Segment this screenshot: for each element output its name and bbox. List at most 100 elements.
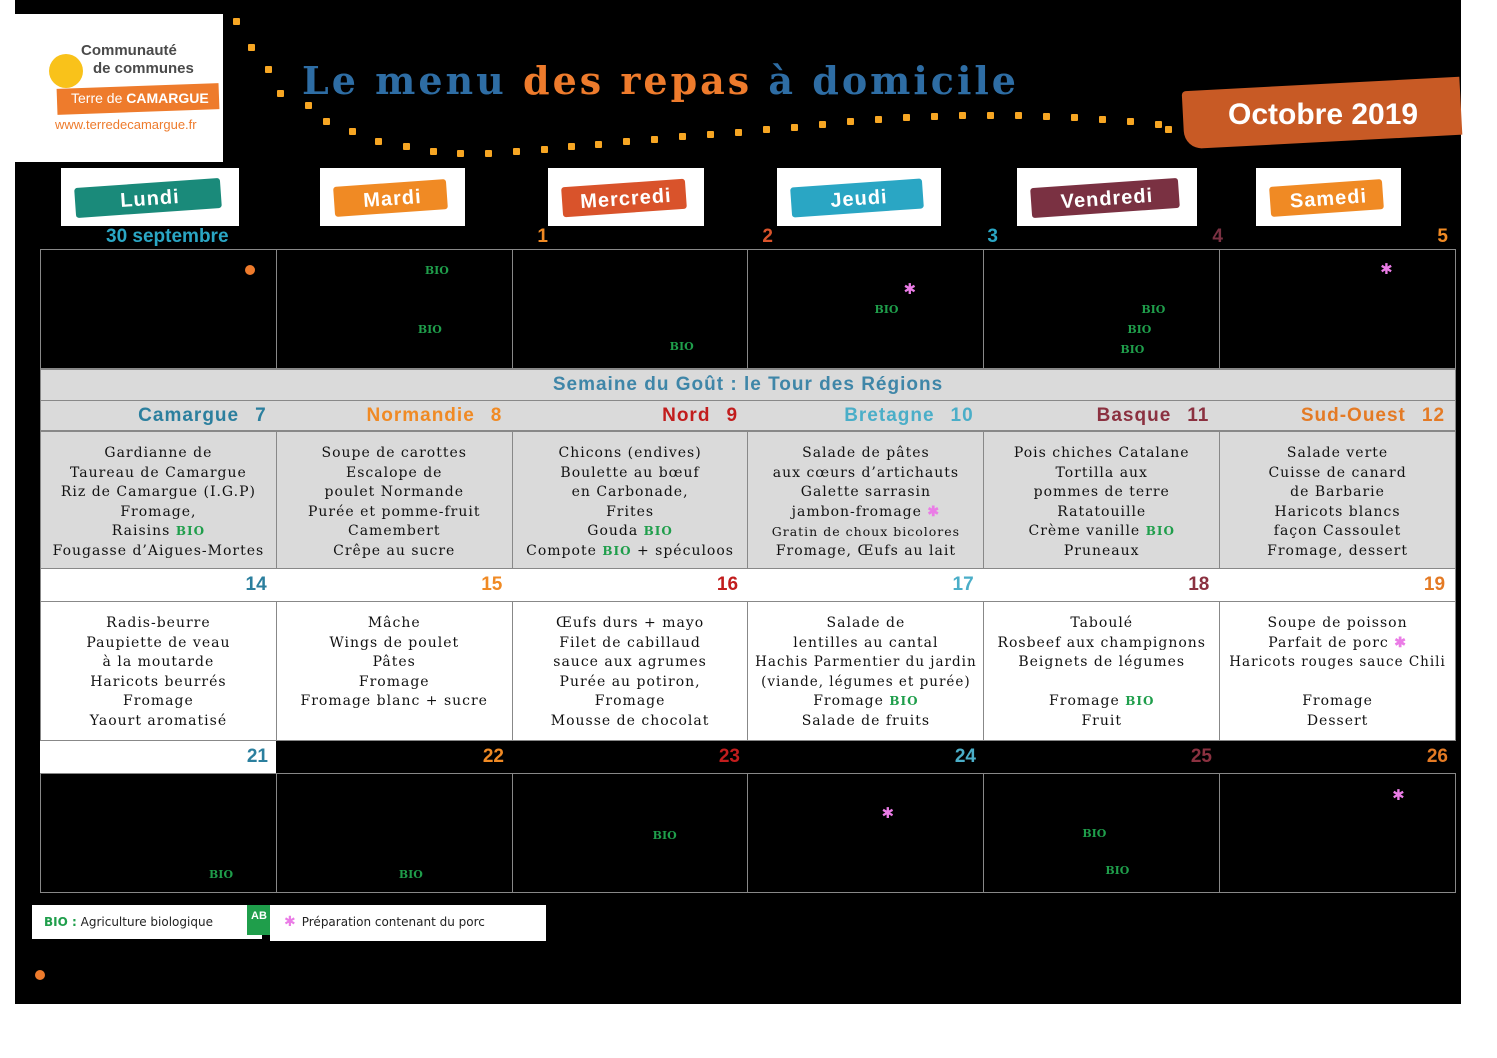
date-cell: 4 [1212, 226, 1223, 247]
dot [568, 143, 575, 150]
date-cell: 19 [1423, 574, 1446, 595]
menu-cell: BIO [41, 774, 277, 892]
bio-badge: BIO [398, 868, 423, 881]
bio-badge: BIO [1125, 694, 1155, 709]
logo-line-3: Terre de CAMARGUE [71, 90, 209, 106]
dot [1127, 118, 1134, 125]
menu-cell [41, 250, 277, 368]
dot [305, 102, 312, 109]
dot [375, 138, 382, 145]
date-cell: 17 [952, 574, 974, 595]
menu-grid: 30 septembre 1 2 3 4 5 BIO BIO BIO ✱ BIO… [40, 225, 1456, 893]
dot [265, 66, 272, 73]
bio-badge: BIO [602, 543, 632, 558]
bio-badge: BIO [1082, 827, 1107, 840]
dot [735, 129, 742, 136]
date-cell: 23 [718, 746, 740, 767]
logo: Communauté de communes Terre de CAMARGUE… [15, 14, 223, 162]
pork-icon: ✱ [1380, 260, 1393, 278]
dot [791, 124, 798, 131]
menu-cell: ✱ [748, 774, 985, 892]
dot [403, 143, 410, 150]
dot [457, 150, 464, 157]
menu-page: Communauté de communes Terre de CAMARGUE… [15, 0, 1463, 1004]
date-cell: 15 [481, 574, 503, 595]
dot [485, 150, 492, 157]
bio-badge: BIO [209, 868, 234, 881]
dot [875, 116, 882, 123]
pork-icon: ✱ [903, 280, 917, 298]
menu-cell: BIO [513, 774, 749, 892]
orange-dot-icon [245, 265, 255, 275]
bio-badge: BIO [889, 694, 919, 709]
dot [847, 118, 854, 125]
dot [959, 112, 966, 119]
day-header-mardi: Mardi [320, 168, 465, 226]
pork-icon: ✱ [927, 503, 941, 520]
dot [430, 148, 437, 155]
dot [623, 138, 630, 145]
bio-badge: BIO [652, 829, 677, 842]
pork-icon: ✱ [1394, 634, 1407, 651]
menu-cell: BIO [277, 774, 513, 892]
pork-icon: ✱ [284, 914, 296, 930]
menu-cell: BIO [513, 250, 749, 368]
bio-badge: BIO [1145, 524, 1175, 539]
page-title: Le menu des repas à domicile [302, 58, 1019, 103]
dot [1155, 121, 1162, 128]
legend-pork: ✱Préparation contenant du porc [270, 905, 546, 941]
date-cell: 26 [1426, 746, 1448, 767]
orange-dot-icon [35, 970, 45, 980]
date-cell: 21 [40, 741, 276, 773]
dot [1043, 113, 1050, 120]
menu-cell: ✱ [1220, 774, 1455, 892]
week1-dates: 30 septembre 1 2 3 4 5 [40, 225, 1456, 249]
week-banner: Semaine du Goût : le Tour des Régions [40, 369, 1456, 401]
menu-cell: BIO BIO BIO [984, 250, 1221, 368]
date-cell: 3 [987, 226, 998, 247]
menu-cell: BIO BIO [984, 774, 1221, 892]
date-cell: 2 [762, 226, 773, 247]
dot [349, 128, 356, 135]
date-cell: 30 septembre [106, 226, 229, 247]
logo-url[interactable]: www.terredecamargue.fr [55, 117, 197, 132]
date-cell: 24 [954, 746, 976, 767]
bio-badge: BIO [669, 340, 694, 353]
date-cell: 16 [716, 574, 739, 595]
dot [819, 121, 826, 128]
pork-icon: ✱ [1392, 786, 1405, 804]
week4-dates: 21 22 23 24 25 26 [40, 741, 1456, 773]
bio-badge: BIO [424, 264, 449, 277]
dot [513, 148, 520, 155]
date-cell: 25 [1190, 746, 1212, 767]
dot [651, 136, 658, 143]
dot [707, 131, 714, 138]
dot [679, 133, 686, 140]
logo-line-1: Communauté [81, 42, 177, 59]
date-cell: 5 [1437, 226, 1448, 247]
bio-badge: BIO [417, 323, 442, 336]
legend-bio: BIO : Agriculture biologique [32, 905, 262, 939]
bio-badge: BIO [175, 524, 206, 539]
dot [931, 113, 938, 120]
dot [987, 112, 994, 119]
day-header-vendredi: Vendredi [1017, 168, 1197, 226]
date-cell: 22 [482, 746, 504, 767]
month-label: Octobre 2019 [1228, 98, 1419, 131]
logo-line-2: de communes [93, 60, 194, 77]
